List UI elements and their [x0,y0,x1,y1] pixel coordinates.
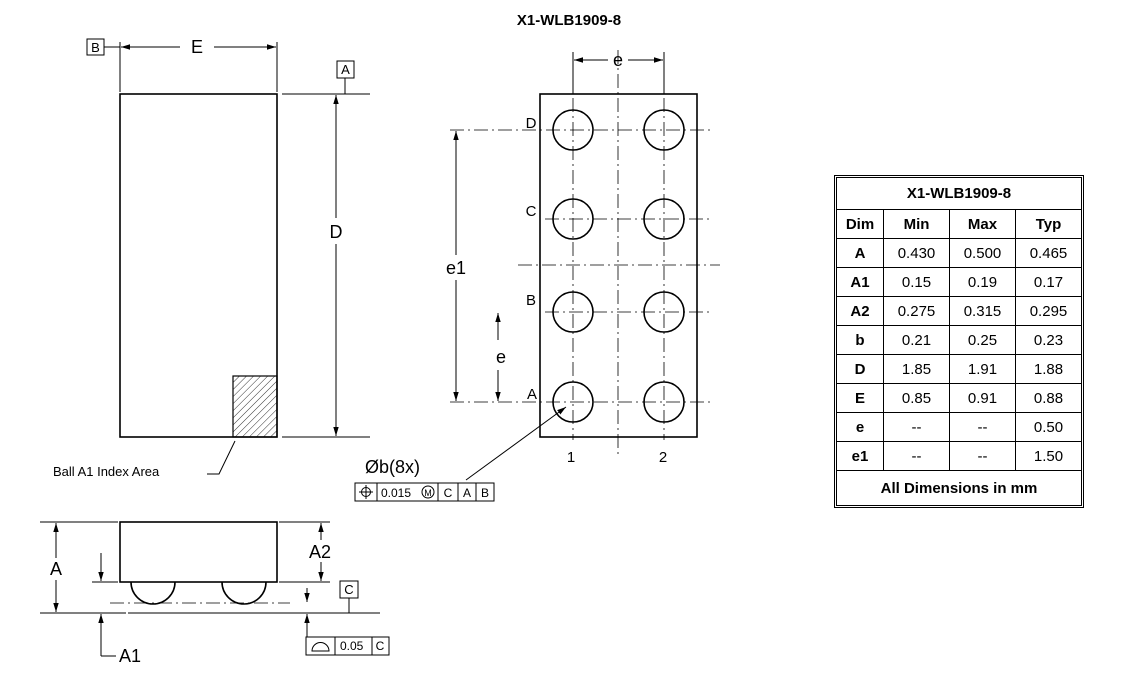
table-header-row: Dim Min Max Typ [836,209,1082,239]
table-row: E 0.85 0.91 0.88 [836,383,1082,413]
table-row: e -- -- 0.50 [836,412,1082,442]
row-dim: b [836,325,884,355]
ball-diameter-callout: Øb(8x) [365,457,420,477]
ball-c1 [552,198,594,240]
datum-c-label: C [344,582,353,597]
row-max: 0.91 [949,383,1016,413]
ball-a1-index-area [232,375,278,438]
row-dim: E [836,383,884,413]
position-datum-a: A [463,486,471,500]
row-typ: 0.17 [1015,267,1082,297]
row-min: 0.275 [883,296,950,326]
dim-e-row-pitch-label: e [496,347,506,367]
table-row: A 0.430 0.500 0.465 [836,238,1082,268]
coplanarity-datum: C [376,639,385,653]
mmc-modifier-icon [421,485,435,499]
coplanarity-tolerance-frame: 0.05 C [305,636,390,656]
row-min: 0.430 [883,238,950,268]
row-dim: D [836,354,884,384]
header-dim: Dim [836,209,884,239]
row-dim: e [836,412,884,442]
bottom-view-body [539,93,698,438]
row-max: -- [949,412,1016,442]
table-title: X1-WLB1909-8 [836,177,1082,210]
datum-b-label: B [91,40,100,55]
datum-a-label: A [341,62,350,77]
row-typ: 0.295 [1015,296,1082,326]
dim-e1-label: e1 [446,258,466,278]
dim-e-pitch-label: e [613,50,623,70]
side-ball-1 [130,581,176,605]
dim-a-label: A [50,559,62,579]
row-max: 0.315 [949,296,1016,326]
position-tolerance-frame: 0.015 M C A B [354,482,495,502]
dim-a1-label: A1 [119,646,141,666]
row-label-a: A [527,386,537,403]
coplanarity-value: 0.05 [340,639,364,653]
row-typ: 0.50 [1015,412,1082,442]
row-max: 0.500 [949,238,1016,268]
row-dim: A1 [836,267,884,297]
side-view-body [119,521,278,583]
row-dim: A2 [836,296,884,326]
position-datum-c: C [444,486,453,500]
row-dim: A [836,238,884,268]
row-min: 0.15 [883,267,950,297]
row-max: -- [949,441,1016,471]
bottom-view: D C B A 1 2 e e1 e Øb(8x) [354,50,720,502]
header-typ: Typ [1015,209,1082,239]
ball-b1 [552,291,594,333]
header-min: Min [883,209,950,239]
row-min: -- [883,441,950,471]
position-tolerance-value: 0.015 [381,486,411,500]
row-typ: 1.50 [1015,441,1082,471]
ball-d2 [643,109,685,151]
row-typ: 0.88 [1015,383,1082,413]
top-view-body [119,93,278,438]
row-typ: 0.465 [1015,238,1082,268]
row-min: 1.85 [883,354,950,384]
ball-a2 [643,381,685,423]
row-label-b: B [526,292,536,309]
table-row: A2 0.275 0.315 0.295 [836,296,1082,326]
table-footer: All Dimensions in mm [836,470,1082,506]
dim-d-label: D [330,222,343,242]
header-max: Max [949,209,1016,239]
package-title: X1-WLB1909-8 [517,12,621,29]
row-typ: 0.23 [1015,325,1082,355]
table-row: D 1.85 1.91 1.88 [836,354,1082,384]
column-label-1: 1 [567,449,575,466]
dimension-table: X1-WLB1909-8 Dim Min Max Typ A 0.430 0.5… [834,175,1084,508]
dim-e-label: E [191,37,203,57]
surface-profile-icon [311,642,330,652]
mmc-modifier-label: M [424,488,432,498]
row-label-c: C [526,203,537,220]
row-max: 0.19 [949,267,1016,297]
position-datum-b: B [481,486,489,500]
index-area-label: Ball A1 Index Area [53,464,160,479]
ball-d1 [552,109,594,151]
row-min: 0.21 [883,325,950,355]
row-min: -- [883,412,950,442]
dim-a2-label: A2 [309,542,331,562]
row-label-d: D [526,115,537,132]
row-max: 0.25 [949,325,1016,355]
side-ball-2 [221,581,267,605]
table-row: e1 -- -- 1.50 [836,441,1082,471]
ball-b2 [643,291,685,333]
ball-c2 [643,198,685,240]
column-label-2: 2 [659,449,667,466]
table-row: A1 0.15 0.19 0.17 [836,267,1082,297]
row-max: 1.91 [949,354,1016,384]
position-symbol-icon [359,485,373,499]
top-view: B E A D Ball A1 Index Area [53,37,370,479]
table-row: b 0.21 0.25 0.23 [836,325,1082,355]
ball-a1 [552,381,594,423]
row-typ: 1.88 [1015,354,1082,384]
side-view: A A1 A2 C 0.05 C [40,521,390,666]
row-min: 0.85 [883,383,950,413]
row-dim: e1 [836,441,884,471]
